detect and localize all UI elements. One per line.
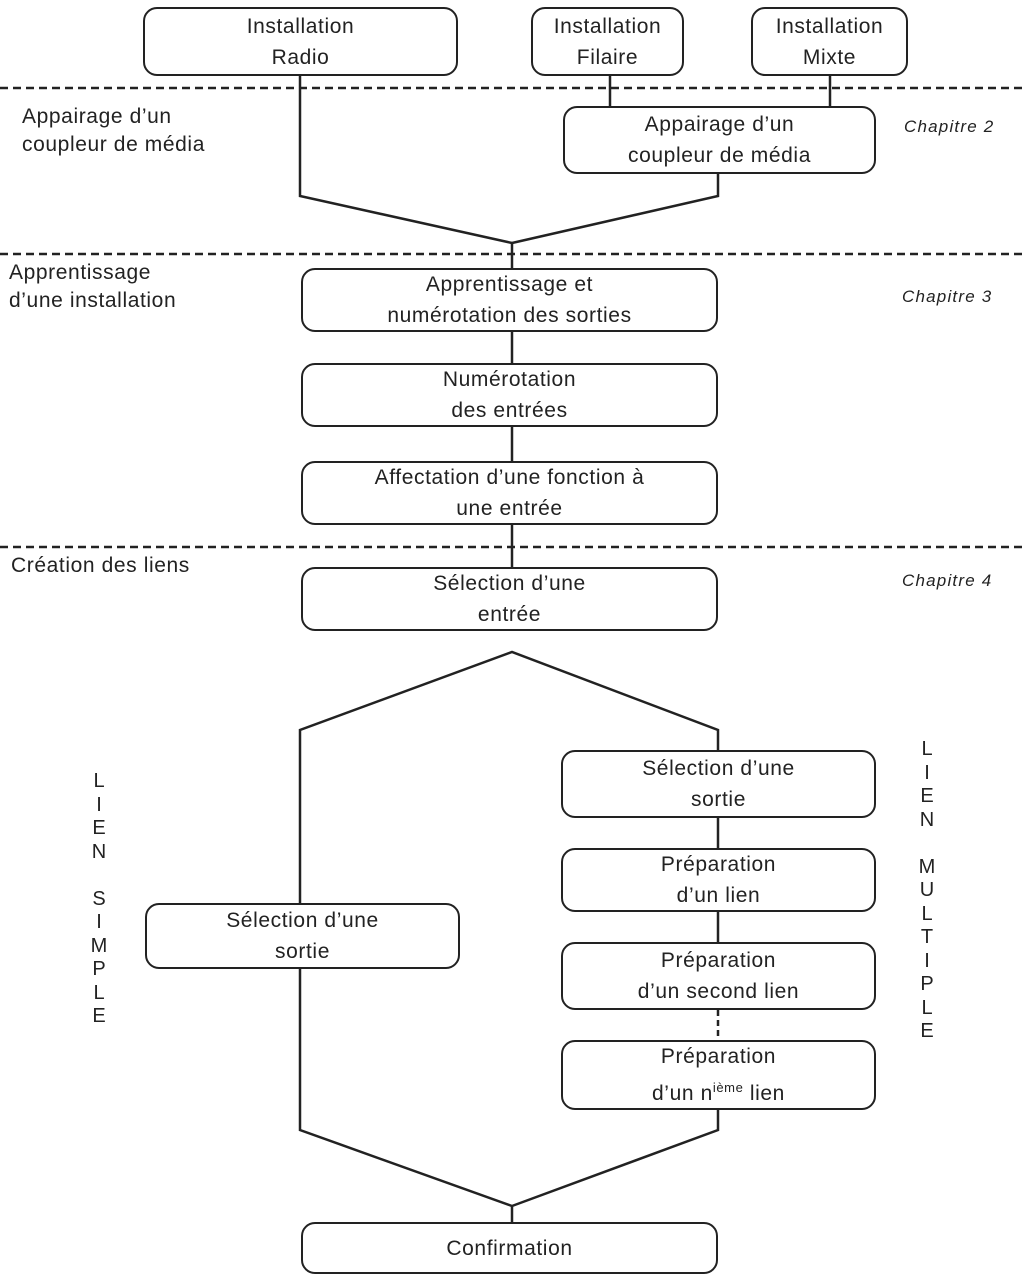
- box-line: Radio: [271, 45, 330, 69]
- letter: L: [921, 996, 933, 1019]
- letter: S: [92, 887, 106, 910]
- box-line: d’un nième lien: [652, 1072, 785, 1109]
- lien-multiple-vertical-label: L I E N M U L T I P L E: [917, 738, 937, 1044]
- letter: [917, 832, 937, 856]
- radio-connector: [298, 76, 513, 245]
- box-line: d’un lien: [676, 884, 761, 907]
- box-line: Sélection d’une: [226, 909, 379, 932]
- box-line: Appairage d’un: [644, 113, 795, 136]
- preparation-second-lien-box: Préparation d’un second lien: [561, 942, 876, 1010]
- letter: P: [920, 973, 934, 995]
- letter: I: [96, 793, 102, 816]
- box-line: Installation: [553, 14, 662, 38]
- appairage-box: Appairage d’un coupleur de média: [563, 106, 876, 174]
- box-line: sortie: [275, 940, 330, 963]
- preparation-lien-box: Préparation d’un lien: [561, 848, 876, 912]
- letter: [89, 864, 109, 888]
- letter: L: [93, 770, 105, 792]
- box-line: Préparation: [660, 949, 777, 972]
- section-label-creation: Création des liens: [11, 554, 190, 577]
- text-suffix: lien: [743, 1082, 785, 1105]
- letter: E: [92, 1005, 106, 1027]
- letter: N: [919, 808, 935, 831]
- letter: E: [920, 785, 934, 807]
- section-label-apprentissage: Apprentissage d’une installation: [9, 259, 176, 315]
- label-line: Appairage d’un: [22, 105, 172, 128]
- box-line: numérotation des sorties: [387, 304, 632, 327]
- box-line: Numérotation: [442, 368, 577, 391]
- letter: M: [918, 855, 936, 878]
- selection-sortie-simple-box: Sélection d’une sortie: [145, 903, 460, 969]
- box-line: Filaire: [576, 45, 639, 69]
- join-connector: [511, 1110, 720, 1208]
- confirmation-box: Confirmation: [301, 1222, 718, 1274]
- text-prefix: d’un n: [652, 1082, 713, 1105]
- letter: L: [93, 981, 105, 1004]
- apprentissage-box: Apprentissage et numérotation des sortie…: [301, 268, 718, 332]
- installation-radio-box: Installation Radio: [143, 7, 458, 76]
- numerotation-entrees-box: Numérotation des entrées: [301, 363, 718, 427]
- letter: E: [92, 817, 106, 839]
- box-line: une entrée: [456, 497, 563, 520]
- box-line: des entrées: [451, 399, 568, 422]
- letter: M: [90, 934, 108, 957]
- box-line: Préparation: [660, 1045, 777, 1068]
- letter: E: [920, 1020, 934, 1042]
- letter: U: [919, 879, 935, 901]
- section-label-appairage: Appairage d’un coupleur de média: [22, 103, 205, 159]
- letter: T: [920, 926, 934, 948]
- affectation-fonction-box: Affectation d’une fonction à une entrée: [301, 461, 718, 525]
- box-line: Affectation d’une fonction à: [374, 466, 645, 489]
- box-line: sortie: [691, 788, 746, 811]
- label-line: Apprentissage: [9, 261, 152, 284]
- superscript: ième: [712, 1080, 744, 1095]
- box-line: Sélection d’une: [433, 572, 586, 595]
- box-line: Mixte: [802, 45, 857, 69]
- installation-filaire-box: Installation Filaire: [531, 7, 684, 76]
- letter: L: [921, 902, 933, 925]
- box-line: Installation: [775, 14, 884, 38]
- appairage-connector: [511, 174, 720, 245]
- selection-entree-box: Sélection d’une entrée: [301, 567, 718, 631]
- chapter-label: Chapitre 2: [904, 117, 995, 136]
- box-line: d’un second lien: [637, 980, 800, 1003]
- box-line: Confirmation: [446, 1236, 573, 1260]
- letter: I: [924, 761, 930, 784]
- letter: N: [91, 840, 107, 863]
- box-line: Préparation: [660, 853, 777, 876]
- letter: P: [92, 958, 106, 980]
- box-line: Sélection d’une: [642, 757, 795, 780]
- letter: I: [924, 949, 930, 972]
- lien-simple-vertical-label: L I E N S I M P L E: [89, 770, 109, 1029]
- branch-connector: [298, 650, 720, 903]
- installation-mixte-box: Installation Mixte: [751, 7, 908, 76]
- box-line: entrée: [477, 603, 542, 626]
- box-line: coupleur de média: [628, 144, 811, 167]
- selection-sortie-multiple-box: Sélection d’une sortie: [561, 750, 876, 818]
- chapter-label: Chapitre 3: [902, 287, 993, 306]
- label-line: coupleur de média: [22, 133, 205, 156]
- box-line: Apprentissage et: [425, 273, 594, 296]
- preparation-nieme-lien-box: Préparation d’un nième lien: [561, 1040, 876, 1110]
- label-line: d’une installation: [9, 289, 177, 312]
- chapter-label: Chapitre 4: [902, 571, 993, 590]
- letter: I: [96, 911, 102, 933]
- letter: L: [921, 738, 933, 760]
- join-connector: [298, 969, 513, 1208]
- box-line: Installation: [246, 14, 355, 38]
